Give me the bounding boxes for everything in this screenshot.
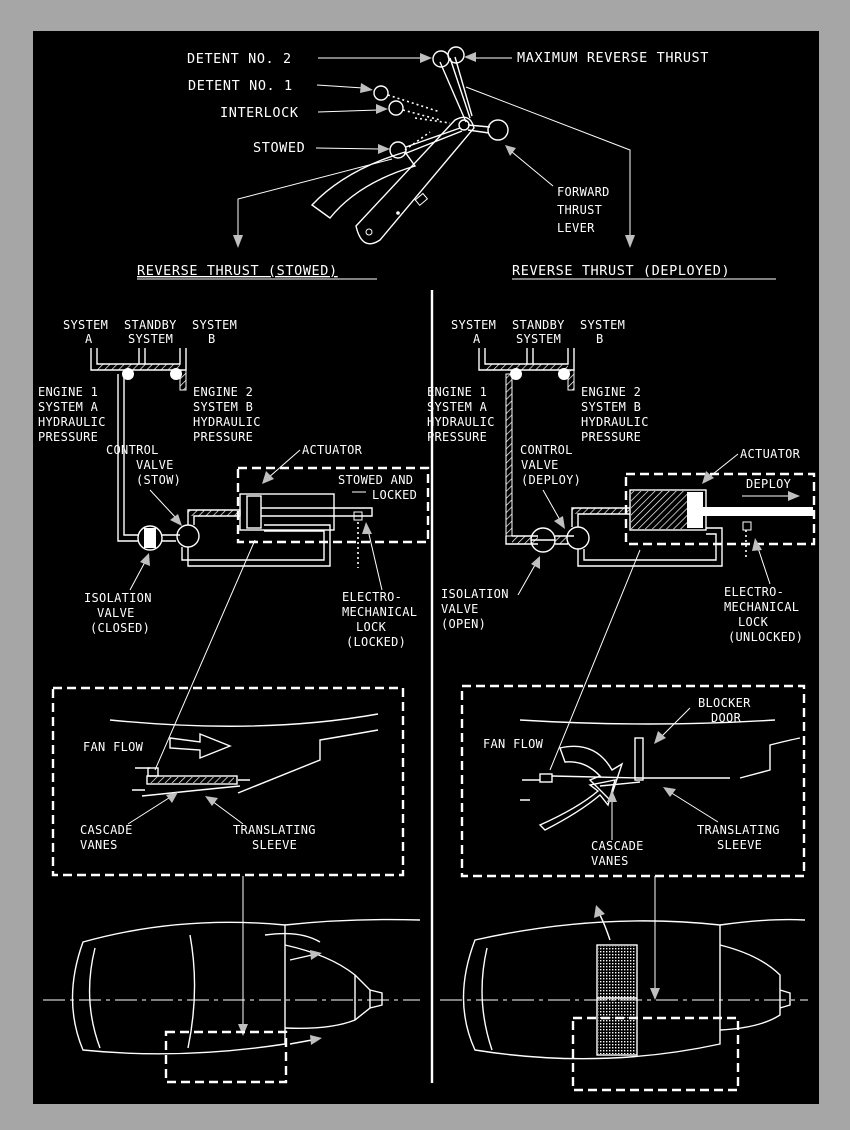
label-max-reverse: MAXIMUM REVERSE THRUST bbox=[517, 50, 709, 66]
left-sleeve-2: SLEEVE bbox=[252, 838, 297, 852]
right-actuator-label: ACTUATOR bbox=[740, 447, 801, 461]
right-engine2: ENGINE 2 bbox=[581, 385, 641, 399]
left-sleeve-1: TRANSLATING bbox=[233, 823, 316, 837]
right-engine1-4: PRESSURE bbox=[427, 430, 487, 444]
left-actuator-label: ACTUATOR bbox=[302, 443, 363, 457]
right-engine2-2: SYSTEM B bbox=[581, 400, 641, 414]
right-engine1-3: HYDRAULIC bbox=[427, 415, 495, 429]
right-fan-flow-label: FAN FLOW bbox=[483, 737, 544, 751]
right-cv-3: (DEPLOY) bbox=[521, 473, 581, 487]
right-deploy-label: DEPLOY bbox=[746, 477, 792, 491]
right-cascade-1: CASCADE bbox=[591, 839, 644, 853]
left-engine1: ENGINE 1 bbox=[38, 385, 98, 399]
left-fan-flow-label: FAN FLOW bbox=[83, 740, 144, 754]
right-iso-1: ISOLATION bbox=[441, 587, 509, 601]
left-cv-1: CONTROL bbox=[106, 443, 159, 457]
left-engine2-2: SYSTEM B bbox=[193, 400, 253, 414]
label-interlock: INTERLOCK bbox=[220, 105, 299, 121]
left-stowed-locked-1: STOWED AND bbox=[338, 473, 413, 487]
left-engine1-3: HYDRAULIC bbox=[38, 415, 106, 429]
label-detent-2: DETENT NO. 2 bbox=[187, 51, 292, 67]
right-cascade-2: VANES bbox=[591, 854, 629, 868]
left-cv-3: (STOW) bbox=[136, 473, 181, 487]
left-cascade-1: CASCADE bbox=[80, 823, 133, 837]
left-standby: STANDBY bbox=[124, 318, 177, 332]
left-engine2-3: HYDRAULIC bbox=[193, 415, 261, 429]
left-standby-system: SYSTEM bbox=[128, 332, 173, 346]
left-iso-1: ISOLATION bbox=[84, 591, 152, 605]
label-detent-1: DETENT NO. 1 bbox=[188, 78, 293, 94]
right-sys-b-letter: B bbox=[596, 332, 604, 346]
left-lock-2: MECHANICAL bbox=[342, 605, 417, 619]
right-sys-a-letter: A bbox=[473, 332, 481, 346]
right-lock-2: MECHANICAL bbox=[724, 600, 799, 614]
right-sys-b: SYSTEM bbox=[580, 318, 625, 332]
left-sys-b: SYSTEM bbox=[192, 318, 237, 332]
right-iso-3: (OPEN) bbox=[441, 617, 486, 631]
right-iso-2: VALVE bbox=[441, 602, 479, 616]
left-cv-2: VALVE bbox=[136, 458, 174, 472]
right-lock-1: ELECTRO- bbox=[724, 585, 784, 599]
right-lock-3: LOCK bbox=[738, 615, 769, 629]
left-engine1-2: SYSTEM A bbox=[38, 400, 99, 414]
left-sys-a: SYSTEM bbox=[63, 318, 108, 332]
heading-deployed: REVERSE THRUST (DEPLOYED) bbox=[512, 263, 730, 279]
left-stowed-locked-2: LOCKED bbox=[372, 488, 417, 502]
right-engine2-4: PRESSURE bbox=[581, 430, 641, 444]
left-engine1-4: PRESSURE bbox=[38, 430, 98, 444]
right-engine1: ENGINE 1 bbox=[427, 385, 487, 399]
right-cv-1: CONTROL bbox=[520, 443, 573, 457]
right-sleeve-1: TRANSLATING bbox=[697, 823, 780, 837]
label-forward-lever-1: FORWARD bbox=[557, 185, 610, 199]
label-stowed: STOWED bbox=[253, 140, 305, 156]
right-standby: STANDBY bbox=[512, 318, 565, 332]
label-forward-lever-3: LEVER bbox=[557, 221, 595, 235]
right-blocker-2: DOOR bbox=[711, 711, 742, 725]
left-lock-1: ELECTRO- bbox=[342, 590, 402, 604]
left-cascade-2: VANES bbox=[80, 838, 118, 852]
right-blocker-1: BLOCKER bbox=[698, 696, 751, 710]
right-lock-4: (UNLOCKED) bbox=[728, 630, 803, 644]
right-standby-system: SYSTEM bbox=[516, 332, 561, 346]
diagram-panel bbox=[33, 31, 819, 1104]
left-sys-b-letter: B bbox=[208, 332, 216, 346]
right-engine1-2: SYSTEM A bbox=[427, 400, 488, 414]
left-engine2: ENGINE 2 bbox=[193, 385, 253, 399]
left-sys-a-letter: A bbox=[85, 332, 93, 346]
left-lock-3: LOCK bbox=[356, 620, 387, 634]
right-cv-2: VALVE bbox=[521, 458, 559, 472]
left-iso-2: VALVE bbox=[97, 606, 135, 620]
right-sleeve-2: SLEEVE bbox=[717, 838, 762, 852]
heading-stowed: REVERSE THRUST (STOWED) bbox=[137, 263, 338, 279]
right-engine2-3: HYDRAULIC bbox=[581, 415, 649, 429]
left-lock-4: (LOCKED) bbox=[346, 635, 406, 649]
left-engine2-4: PRESSURE bbox=[193, 430, 253, 444]
label-forward-lever-2: THRUST bbox=[557, 203, 602, 217]
left-iso-3: (CLOSED) bbox=[90, 621, 150, 635]
right-sys-a: SYSTEM bbox=[451, 318, 496, 332]
